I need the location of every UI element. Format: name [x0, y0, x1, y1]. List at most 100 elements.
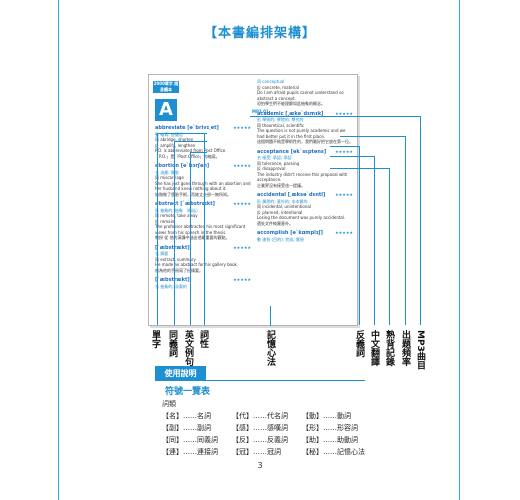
- entry-line: 名 流產; 障胎: [155, 169, 179, 175]
- entry-line: 名 接受; 承認; 承認: [257, 155, 292, 160]
- dictionary-sample-page: 2000單字 隨身讀本 A MP3 01 abbreviate [əˋbrivɪ…: [148, 74, 358, 326]
- leader-line: [190, 152, 207, 153]
- headword-text: accidental [͵æksəˋdɛntl]: [257, 192, 326, 198]
- frequency-stars: ★★★★★: [335, 148, 353, 154]
- legend-item: 【動】……動詞: [302, 412, 351, 420]
- page-frame: [58, 0, 460, 500]
- entry-line: 「P.O.」是「Post Office」的縮寫。: [155, 153, 220, 159]
- leader-line: [340, 136, 406, 137]
- entry-line: 企業界沒有接受這一提議。: [257, 182, 305, 188]
- legend-item: 【同】……同義詞: [162, 436, 218, 444]
- leader-line: [157, 133, 158, 325]
- legend-item: 【名】……名詞: [162, 412, 211, 420]
- page-number: 3: [257, 461, 263, 470]
- legend-row: 【連】……連接詞 【冠】……冠詞 【秘】……記憶心法: [162, 446, 372, 458]
- legend-row: 【名】……名詞 【代】……代名詞 【動】……動詞: [162, 410, 372, 422]
- entry-line: 反 concrete, material: [257, 84, 299, 90]
- legend-item: 【反】……反義詞: [232, 436, 288, 444]
- legend-item: 【連】……連接詞: [162, 448, 218, 456]
- dictionary-entry: academic [͵ækəˋdɛmɪk]★★★★★形 學術的; 學院的; 學究…: [257, 111, 353, 145]
- dictionary-entry: [ˋæbstrækt]★★★★★名 抽象的; 深奧的: [155, 277, 251, 289]
- frequency-stars: ★★★★★: [335, 110, 353, 116]
- legend-item: 【冠】……冠詞: [232, 448, 281, 456]
- entry-line: 同 extract, summary: [155, 256, 196, 262]
- dictionary-entry: abbreviate [əˋbrivɪ͵et]★★★★★動 縮寫; 使簡短同 a…: [155, 125, 251, 159]
- headword-text: abstract [ˋæbstrækt]: [155, 201, 215, 207]
- headword-text: abortion [əˋbɔrʃən]: [155, 163, 210, 169]
- leader-line: [330, 146, 360, 147]
- leader-line: [174, 141, 175, 325]
- entry-line: The industry didn't receive this proposa…: [257, 171, 348, 183]
- entry-line: She has just gone through with an aborti…: [155, 180, 251, 192]
- entry-line: Losing the document was purely accidenta…: [257, 215, 346, 220]
- entry-line: 反 remain: [155, 218, 175, 224]
- dictionary-entry: abstract [ˋæbstrækt]★★★★★形 抽象的; 抽象 （概括）同…: [155, 201, 251, 241]
- usage-badge: 使用說明: [155, 366, 206, 381]
- entry-line: 教授 從 他的演講中抽出他最重要的觀點。: [155, 235, 230, 240]
- dictionary-entry: accomplish [əˋkɑmplɪʃ]★★★★★動 達到 (目的); 完成…: [257, 230, 353, 242]
- parts-of-speech-heading: 詞類: [162, 400, 176, 408]
- leader-line: [359, 146, 360, 325]
- headword-text: [ˋæbstrækt]: [155, 244, 190, 251]
- entry-headword: acceptance [əkˋsɛptəns]★★★★★: [257, 149, 353, 156]
- entry-line: The question is not purely academic and …: [257, 128, 346, 139]
- frequency-stars: ★★★★★: [233, 244, 251, 250]
- entry-line: 同 theoretical, scientific: [257, 122, 305, 128]
- entry-line: 形 抽象的; 抽象 （概括）: [155, 207, 201, 213]
- entry-line: 反 disapproval: [257, 166, 286, 171]
- label-right-3: 出題頻率: [400, 330, 410, 366]
- legend-item: 【秘】……記憶心法: [302, 448, 365, 456]
- entry-line: 他為他的手冊寫了份摘要。: [155, 267, 203, 273]
- legend-row: 【同】……同義詞 【反】……反義詞 【助】……助動詞: [162, 434, 372, 446]
- entry-line: 遺失文件純屬意外。: [257, 220, 293, 226]
- leader-line: [420, 116, 421, 325]
- legend-item: 【代】……代名詞: [232, 412, 288, 420]
- mp3-track-label: MP3 01: [252, 109, 269, 114]
- frequency-stars: ★★★★★: [233, 125, 251, 130]
- letter-block: A: [155, 99, 177, 121]
- legend-item: 【感】……感嘆詞: [232, 424, 288, 432]
- entry-line: 同 tolerance, passing: [257, 160, 300, 166]
- label-left-3: 詞性: [198, 330, 208, 348]
- leader-line: [270, 306, 271, 326]
- entry-headword: abstract [ˋæbstrækt]★★★★★: [155, 201, 251, 208]
- entry-headword: abbreviate [əˋbrivɪ͵et]★★★★★: [155, 125, 251, 132]
- page-title: 【本書編排架構】: [203, 26, 316, 41]
- entry-line: 這個問題不純是學術性的，我們最好把它放在第一位。: [257, 139, 353, 144]
- label-right-4: MP3曲目: [415, 330, 425, 370]
- dictionary-entry: abortion [əˋbɔrʃən]★★★★★名 流產; 障胎同 miscar…: [155, 163, 251, 197]
- leader-line: [204, 134, 205, 325]
- entry-line: He made an abstract for his gallery book…: [155, 262, 239, 267]
- entry-line: 同 remote, take away: [155, 213, 198, 218]
- entry-line: 動 縮寫; 使簡短: [155, 131, 183, 137]
- leader-line: [250, 116, 421, 117]
- entry-line: 名 抽象的; 深奧的: [155, 283, 187, 289]
- entry-line: The professor abstracted his most signif…: [155, 224, 246, 235]
- leader-line: [405, 136, 406, 325]
- entry-headword: accomplish [əˋkɑmplɪʃ]★★★★★: [257, 230, 353, 237]
- entry-line: 名 摘要: [155, 251, 169, 256]
- label-left-1: 同義詞: [167, 330, 177, 357]
- dictionary-entry: acceptance [əkˋsɛptəns]★★★★★名 接受; 承認; 承認…: [257, 149, 353, 189]
- label-left-0: 單字: [150, 330, 160, 348]
- entry-line: 反 amplify, lengthen: [155, 142, 196, 148]
- entry-line: Do I am afraid pupils cannot understand …: [257, 90, 344, 101]
- symbol-legend: 【名】……名詞 【代】……代名詞 【動】……動詞【副】……副詞【感】……感嘆詞【形】…: [162, 410, 372, 458]
- entry-headword: academic [͵ækəˋdɛmɪk]★★★★★: [257, 111, 353, 118]
- entry-headword: [ˋæbstrækt]★★★★★: [155, 277, 251, 284]
- frequency-stars: ★★★★★: [233, 277, 251, 282]
- legend-item: 【助】……助動詞: [302, 436, 358, 444]
- legend-row: 【副】……副詞【感】……感嘆詞【形】……形容詞: [162, 422, 372, 434]
- leader-line: [174, 141, 207, 142]
- leader-line: [190, 152, 191, 325]
- symbol-table-title: 符號一覽表: [165, 387, 211, 397]
- frequency-stars: ★★★★★: [335, 192, 353, 197]
- label-left-2: 英文例句: [183, 330, 193, 366]
- entry-line: 她剛做了墮胎手術，而她丈夫卻一無所知。: [155, 191, 231, 197]
- left-column: abbreviate [əˋbrivɪ͵et]★★★★★動 縮寫; 使簡短同 a…: [155, 125, 251, 293]
- entry-line: P.O. is abbreviated from Post Office.: [155, 148, 227, 153]
- section-header: 2000單字 隨身讀本: [153, 81, 179, 93]
